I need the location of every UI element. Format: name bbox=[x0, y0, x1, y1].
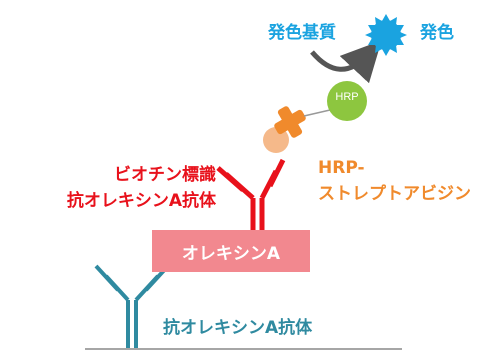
biotin-antibody-icon bbox=[216, 158, 286, 230]
biotin-antibody-label: ビオチン標識 抗オレキシンA抗体 bbox=[67, 162, 216, 214]
hrp-label: HRP bbox=[335, 91, 359, 103]
color-burst-icon bbox=[365, 14, 407, 56]
hrp-streptavidin-label: HRP- ストレプトアビジン bbox=[318, 155, 471, 207]
orexin-a-label: オレキシンA bbox=[181, 243, 281, 264]
capture-antibody-label: 抗オレキシンA抗体 bbox=[163, 318, 313, 338]
biotin-antibody-label-line2: 抗オレキシンA抗体 bbox=[66, 191, 216, 211]
hrp-circle-icon bbox=[327, 81, 367, 121]
hrp-link-line bbox=[303, 109, 331, 117]
color-label: 発色 bbox=[420, 23, 454, 43]
hrp-streptavidin-label-line1: HRP- bbox=[318, 158, 365, 178]
biotin-antibody-label-line1: ビオチン標識 bbox=[114, 165, 216, 185]
orexin-a-box: オレキシンA bbox=[152, 230, 310, 272]
substrate-label: 発色基質 bbox=[268, 23, 336, 43]
capture-antibody-icon bbox=[94, 264, 170, 348]
hrp-streptavidin-label-line2: ストレプトアビジン bbox=[318, 184, 471, 204]
reaction-arrow-icon bbox=[310, 40, 382, 84]
streptavidin-cross-icon bbox=[274, 106, 306, 138]
biotin-circle-icon bbox=[263, 127, 289, 153]
